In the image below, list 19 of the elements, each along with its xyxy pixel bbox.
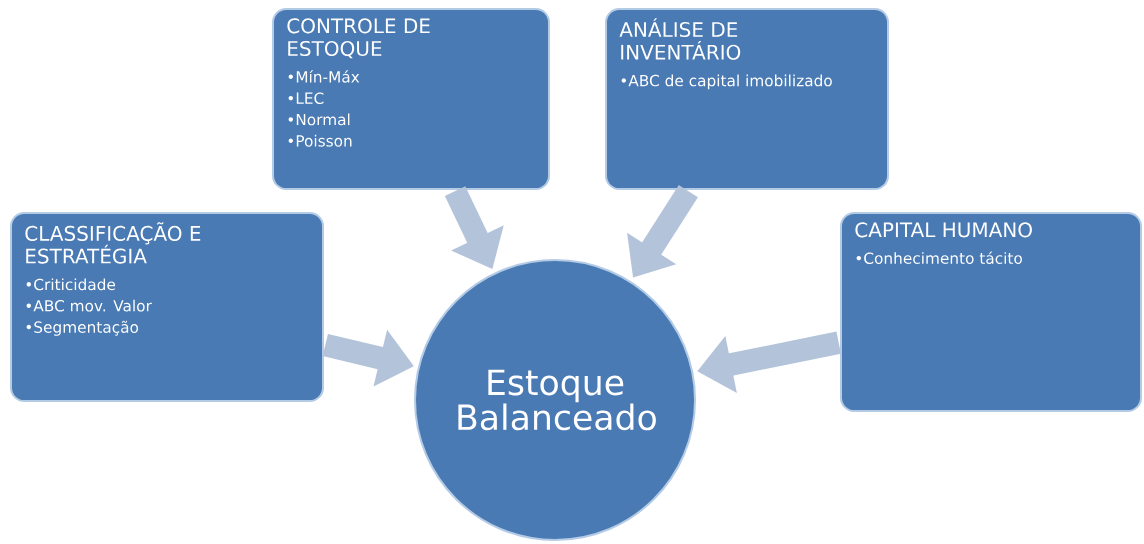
bullet-item: •Normal (288, 113, 350, 126)
box-heading: CLASSIFICAÇÃO E ESTRATÉGIA (25, 222, 201, 264)
bullet-item: •ABC de capital imobilizado (621, 74, 832, 90)
process-box (840, 212, 1142, 412)
box-heading: ANÁLISE DE INVENTÁRIO (619, 18, 741, 60)
box-heading: CAPITAL HUMANO (855, 222, 1032, 238)
bullet-item: •Poisson (288, 134, 352, 147)
bullet-item: •Criticidade (26, 278, 116, 291)
process-box (272, 8, 550, 190)
process-box (605, 8, 889, 190)
goal-circle (414, 259, 696, 541)
box-heading: CONTROLE DE ESTOQUE (287, 18, 430, 59)
process-box (10, 212, 324, 402)
circle-label: Estoque Balanceado (458, 369, 656, 431)
bullet-item: •Conhecimento tácito (856, 251, 1022, 264)
bullet-item: •LEC (288, 92, 324, 104)
bullet-item: •Segmentação (26, 320, 139, 336)
bullet-item: •ABC mov. Valor (26, 299, 152, 312)
bullet-item: •Mín-Máx (288, 70, 360, 83)
